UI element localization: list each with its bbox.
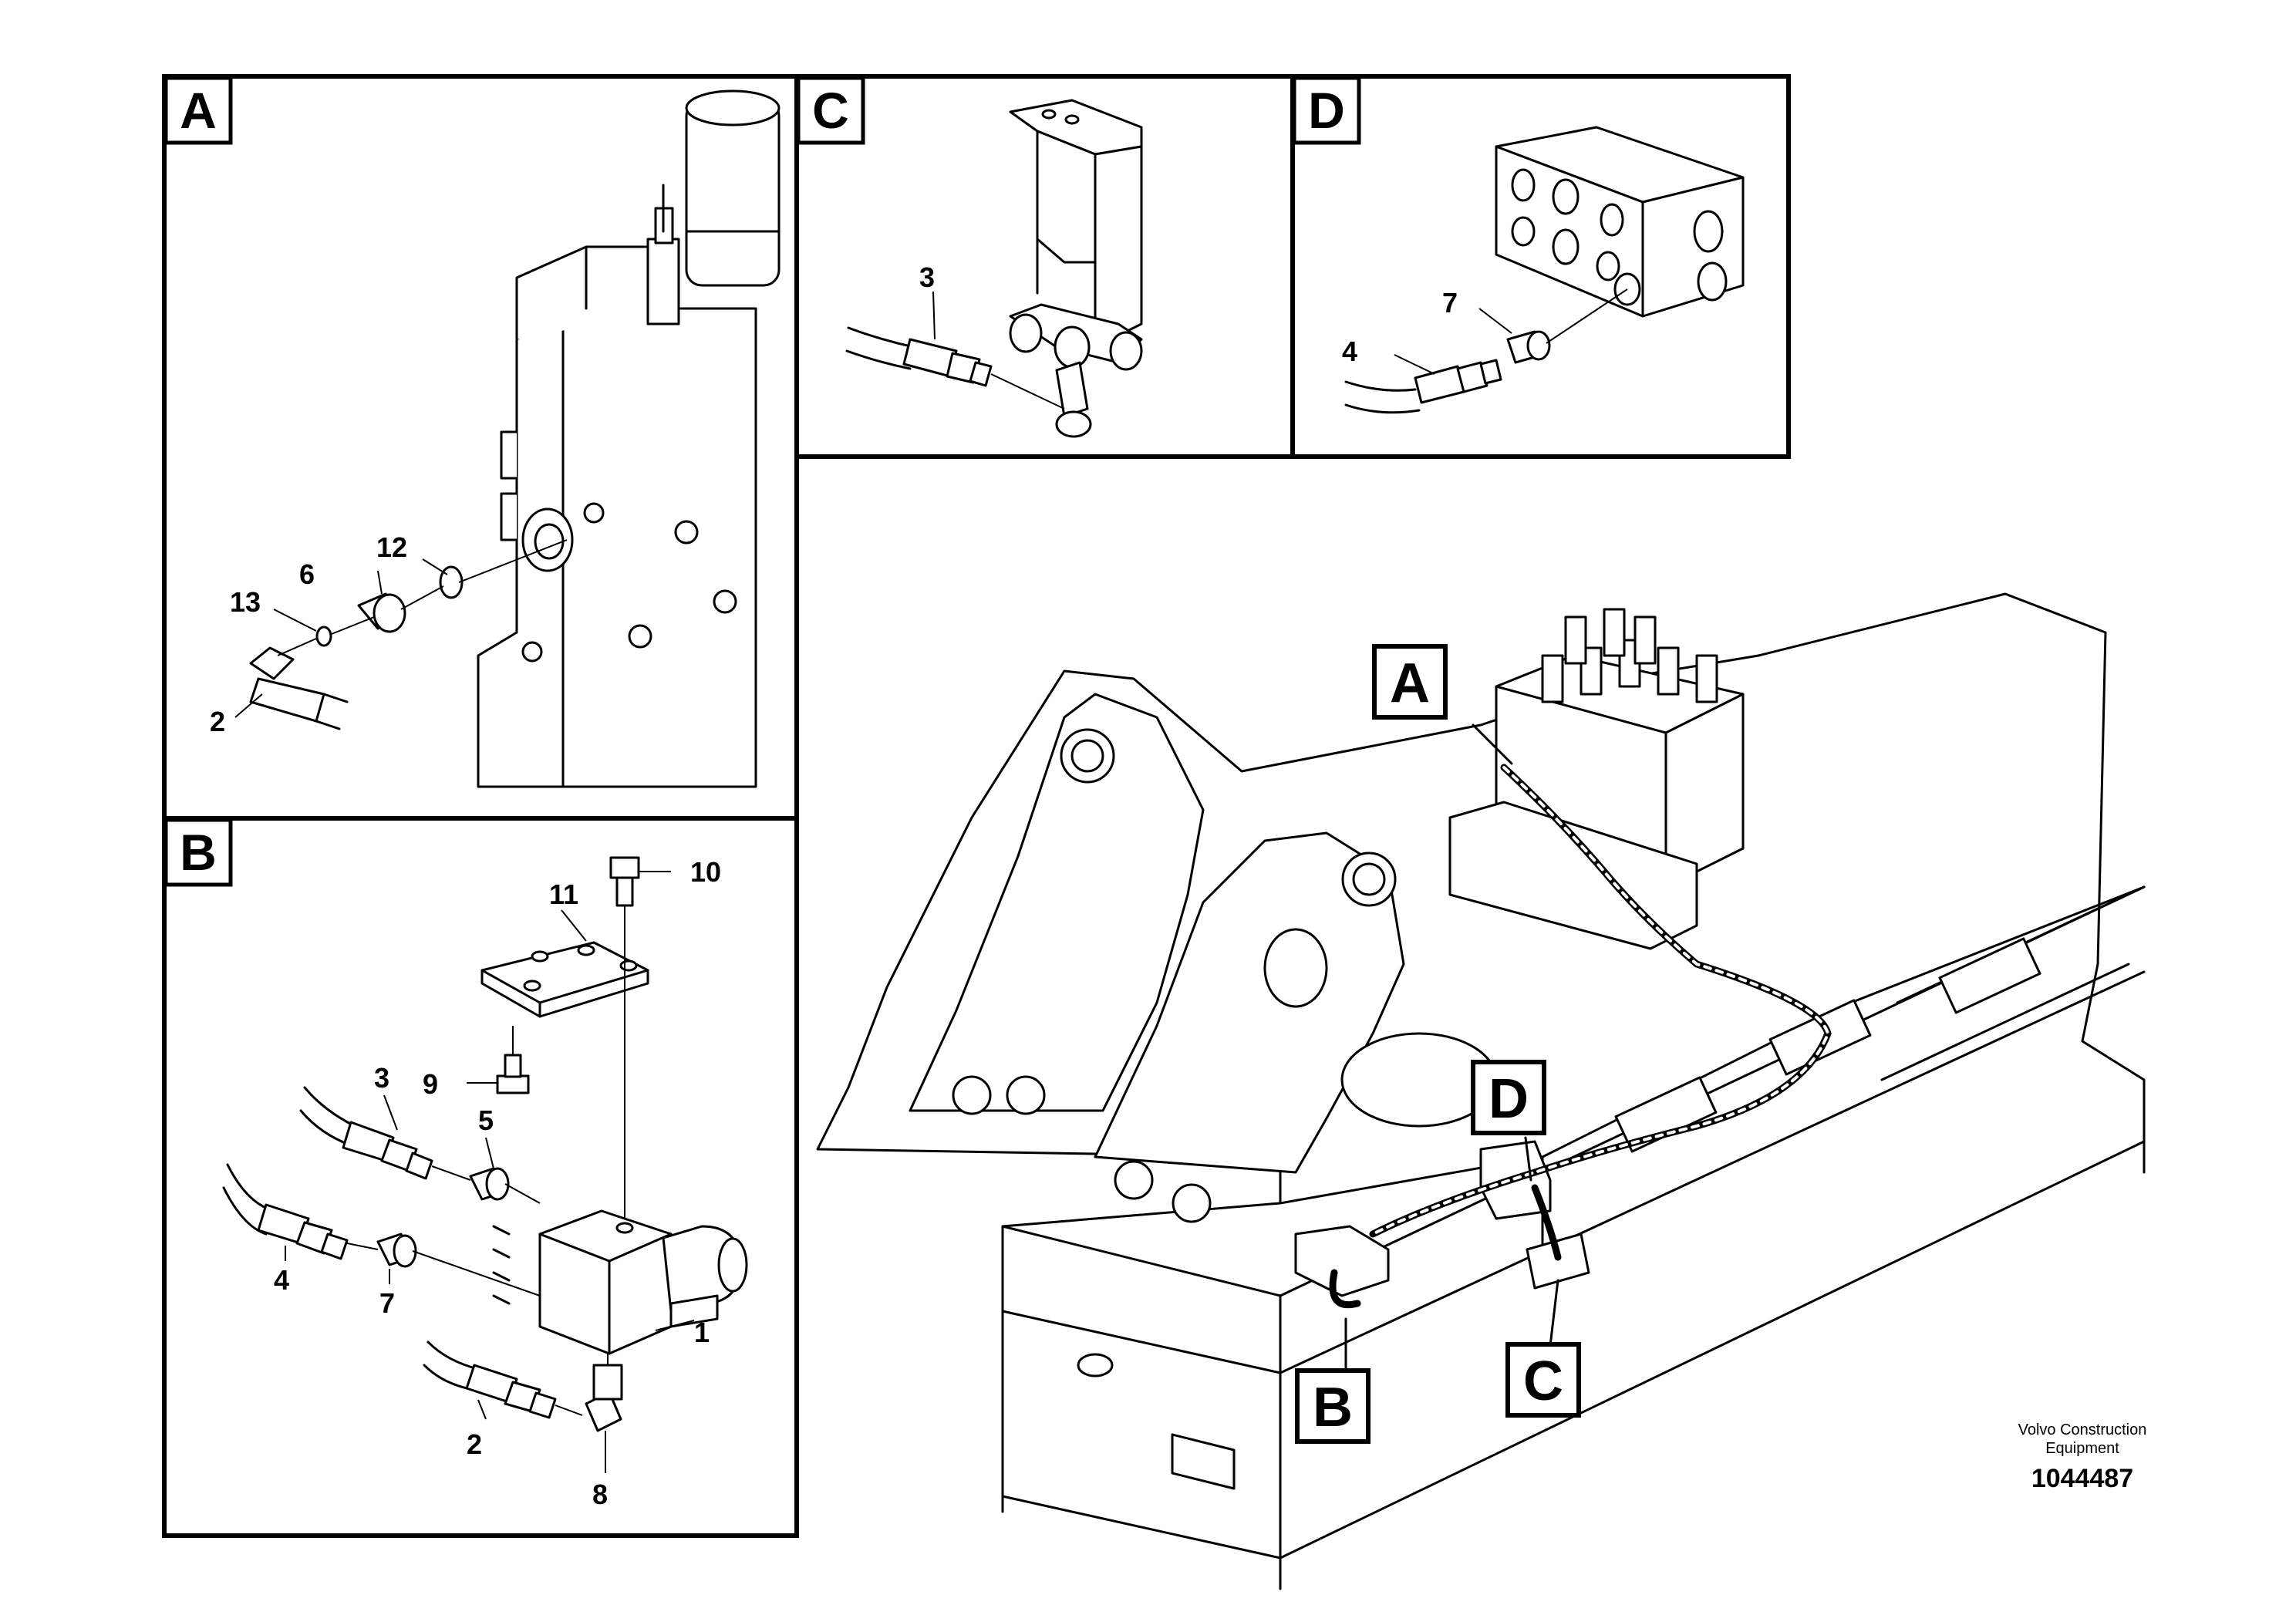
svg-text:A: A [1390,653,1430,714]
svg-text:3: 3 [374,1062,389,1094]
document-number: 1044487 [2031,1464,2133,1493]
panel-b-frame [162,816,799,1538]
svg-text:2: 2 [467,1428,482,1460]
overview-callout-b: B [1295,1368,1371,1444]
svg-text:A: A [180,82,217,139]
svg-text:12: 12 [376,531,407,563]
panel-c-title: C [796,76,865,145]
svg-text:B: B [1313,1377,1353,1438]
svg-text:C: C [1523,1351,1563,1412]
overview-callout-a: A [1372,644,1448,720]
panel-d-drawing [1344,126,1745,414]
panel-b-drawing [222,856,748,1473]
panel-c-drawing [845,99,1143,438]
svg-text:8: 8 [592,1479,608,1510]
svg-text:4: 4 [1342,336,1357,367]
panel-c-labels: 3 [919,261,935,293]
svg-text:9: 9 [423,1068,438,1100]
svg-text:D: D [1489,1068,1529,1130]
svg-text:7: 7 [379,1287,395,1319]
panel-d-labels: 7 4 [1342,287,1458,367]
panel-a-labels: 12 6 13 2 [210,531,407,737]
panel-d-title: D [1292,76,1361,145]
brand-line-2: Equipment [2045,1440,2119,1457]
panel-d-frame [1290,74,1791,459]
svg-text:4: 4 [274,1264,289,1296]
panel-b-title: B [164,818,233,887]
svg-text:C: C [812,82,849,139]
svg-text:D: D [1308,82,1345,139]
svg-text:11: 11 [549,878,578,910]
svg-text:1: 1 [694,1317,710,1348]
svg-text:3: 3 [919,261,935,293]
svg-text:5: 5 [478,1104,494,1136]
svg-text:B: B [180,824,217,881]
footer: Volvo Construction Equipment 1044487 [2018,1421,2147,1493]
svg-text:2: 2 [210,706,225,737]
panel-a-title: A [164,76,233,145]
overview-callout-c: C [1505,1342,1581,1418]
svg-text:7: 7 [1442,287,1458,319]
panel-a-drawing [234,89,781,788]
svg-text:10: 10 [690,856,721,888]
svg-text:6: 6 [299,558,315,590]
brand-line-1: Volvo Construction [2018,1421,2147,1438]
panel-b-labels: 11 10 9 3 5 4 7 1 2 8 [274,856,721,1510]
svg-text:13: 13 [230,586,261,618]
overview-callout-d: D [1471,1060,1546,1135]
